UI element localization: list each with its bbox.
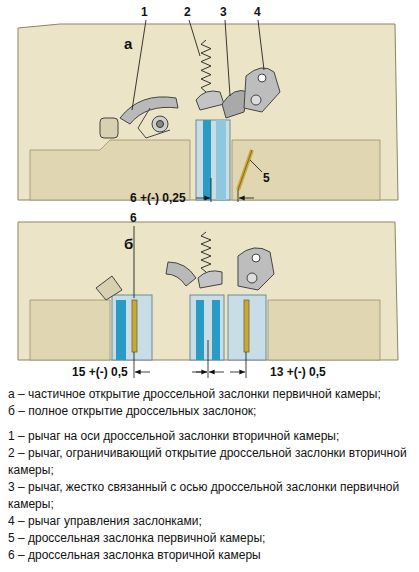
limiter-lever: [196, 91, 224, 110]
carburetor-body: [18, 222, 398, 360]
callout-number: 5: [263, 172, 270, 184]
control-lever: [238, 248, 274, 290]
view-letter: а: [124, 36, 132, 51]
secondary-throttle: [132, 300, 137, 352]
primary-bore: [203, 120, 211, 200]
legend-line: 3 – рычаг, жестко связанный с осью дросс…: [8, 479, 412, 513]
carburetor-illustration: [0, 0, 419, 380]
legend-line: 4 – рычаг управления заслонками;: [8, 513, 412, 530]
legend-line: 2 – рычаг, ограничивающий открытие дросс…: [8, 445, 412, 479]
callout-number: 2: [184, 6, 191, 18]
legend-line: 5 – дроссельная заслонка первичной камер…: [8, 530, 412, 547]
dimension: [134, 340, 246, 378]
return-spring: [201, 232, 211, 272]
secondary-lever: [166, 262, 196, 286]
legend-line: 1 – рычаг на оси дроссельной заслонки вт…: [8, 428, 412, 445]
control-lever: [244, 68, 280, 112]
dimension: [196, 178, 254, 202]
legend-line: б – полное открытие дроссельных заслонок…: [8, 403, 412, 420]
primary-throttle: [238, 150, 252, 190]
dimension-value: 13 +(-) 0,5: [270, 366, 326, 378]
callout-number: 4: [254, 6, 261, 18]
view-letter: б: [124, 236, 133, 251]
callout-number: 1: [141, 6, 148, 18]
dimension-value: 6 +(-) 0,25: [130, 192, 186, 204]
primary-throttle: [244, 300, 249, 352]
carburetor-body: [18, 24, 398, 200]
secondary-lever: [100, 97, 178, 138]
callout-number: 3: [220, 6, 227, 18]
legend-line: 6 – дроссельная заслонка вторичной камер…: [8, 547, 412, 564]
dimension-value: 15 +(-) 0,5: [72, 366, 128, 378]
return-spring: [201, 40, 211, 92]
caption-block: а – частичное открытие дроссельной засло…: [8, 386, 412, 564]
legend-line: а – частичное открытие дроссельной засло…: [8, 386, 412, 403]
leader-lines: [132, 20, 264, 172]
callout-number: 6: [130, 212, 137, 224]
